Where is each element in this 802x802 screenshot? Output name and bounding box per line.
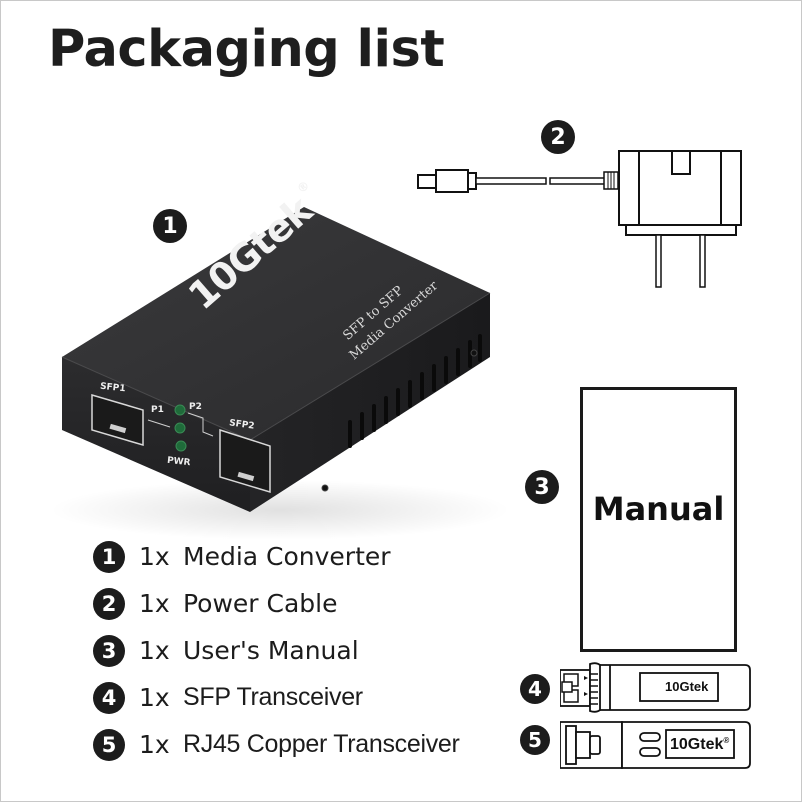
rj45-registered-mark: ®	[723, 736, 730, 745]
badge-manual: 3	[525, 470, 559, 504]
rj45-brand-text: 10Gtek	[670, 736, 724, 753]
badge-rj45-transceiver: 5	[520, 725, 550, 755]
rj45-transceiver-illustration	[560, 721, 751, 769]
item-number-badge: 5	[93, 728, 125, 761]
item-number-badge: 3	[93, 634, 125, 667]
item-name: Media Converter	[183, 542, 391, 571]
list-item: 2 1x Power Cable	[93, 580, 460, 627]
manual-illustration: Manual	[580, 387, 737, 652]
led-label-p1: P1	[151, 405, 164, 415]
item-number-badge: 1	[93, 540, 125, 573]
item-name: User's Manual	[183, 636, 359, 665]
page-title: Packaging list	[48, 20, 445, 79]
item-name: RJ45 Copper Transceiver	[183, 730, 460, 758]
item-quantity: 1x	[139, 730, 170, 759]
power-adapter-illustration	[417, 150, 742, 288]
badge-media-converter: 1	[153, 209, 187, 243]
item-number-badge: 2	[93, 587, 125, 620]
item-quantity: 1x	[139, 636, 170, 665]
sfp-transceiver-brand: 10Gtek	[665, 679, 709, 694]
item-quantity: 1x	[139, 542, 170, 571]
led-label-p2: P2	[189, 402, 202, 412]
list-item: 5 1x RJ45 Copper Transceiver	[93, 721, 460, 768]
manual-label: Manual	[592, 490, 725, 528]
list-item: 3 1x User's Manual	[93, 627, 460, 674]
badge-power-cable: 2	[541, 120, 575, 154]
packing-list: 1 1x Media Converter 2 1x Power Cable 3 …	[93, 533, 460, 768]
rj45-transceiver-brand: 10Gtek®	[670, 736, 729, 754]
item-quantity: 1x	[139, 589, 170, 618]
item-name: SFP Transceiver	[183, 683, 363, 711]
item-name: Power Cable	[183, 589, 338, 618]
item-number-badge: 4	[93, 681, 125, 714]
list-item: 1 1x Media Converter	[93, 533, 460, 580]
list-item: 4 1x SFP Transceiver	[93, 674, 460, 721]
badge-sfp-transceiver: 4	[520, 674, 550, 704]
sfp-transceiver-illustration	[560, 662, 751, 713]
item-quantity: 1x	[139, 683, 170, 712]
